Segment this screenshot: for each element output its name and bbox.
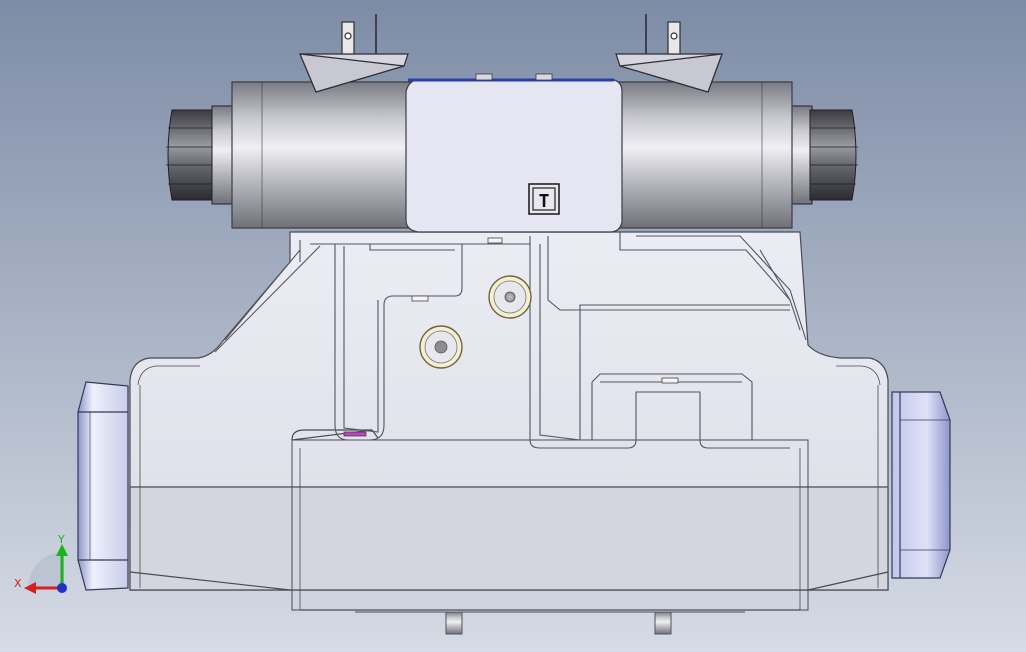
right-electrical-connector bbox=[615, 14, 723, 93]
x-axis-label: X bbox=[14, 577, 22, 590]
left-manual-override-knob bbox=[166, 105, 235, 205]
left-hex-nut bbox=[77, 381, 129, 591]
valve-body bbox=[129, 231, 889, 613]
right-hex-nut bbox=[891, 391, 951, 579]
body-slots bbox=[343, 237, 679, 437]
bottom-pins bbox=[445, 611, 672, 635]
solenoid-assembly: T bbox=[166, 14, 858, 233]
right-manual-override-knob bbox=[789, 105, 858, 205]
block-badge-letter: T bbox=[539, 191, 550, 212]
block-badge: T bbox=[528, 183, 560, 215]
left-electrical-connector bbox=[299, 14, 409, 93]
hole-upper bbox=[488, 275, 532, 319]
coordinate-triad: Y X bbox=[14, 533, 68, 594]
z-axis-dot bbox=[57, 583, 67, 593]
body-channels bbox=[214, 232, 807, 449]
left-solenoid-coil bbox=[231, 81, 411, 229]
y-axis-label: Y bbox=[57, 533, 65, 546]
hole-lower bbox=[419, 325, 463, 369]
mounting-holes bbox=[419, 275, 532, 369]
right-solenoid-coil bbox=[611, 81, 793, 229]
solenoid-center-block bbox=[405, 73, 623, 233]
